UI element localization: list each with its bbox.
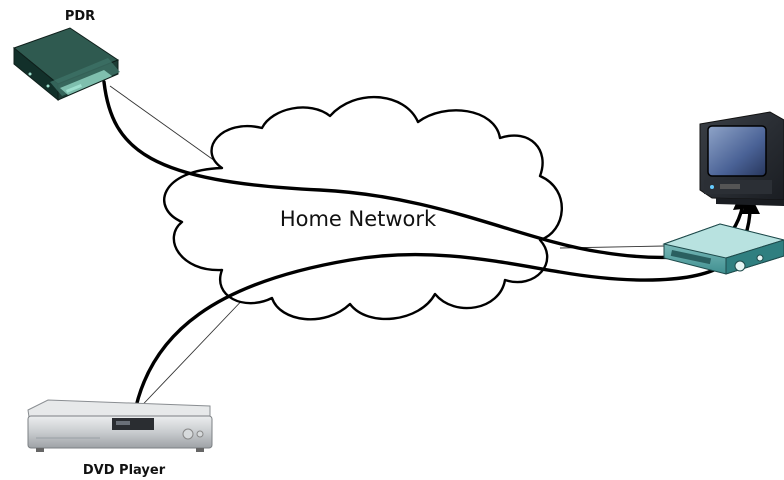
pdr-thin-link xyxy=(110,86,222,166)
set-top-box-icon xyxy=(664,224,784,274)
television-icon xyxy=(700,112,784,206)
network-label: Home Network xyxy=(280,207,437,231)
dvd-thin-link xyxy=(130,292,250,418)
pdr-label: PDR xyxy=(65,9,95,24)
dvd-player-icon xyxy=(28,400,212,452)
dvd-label: DVD Player xyxy=(83,463,166,478)
